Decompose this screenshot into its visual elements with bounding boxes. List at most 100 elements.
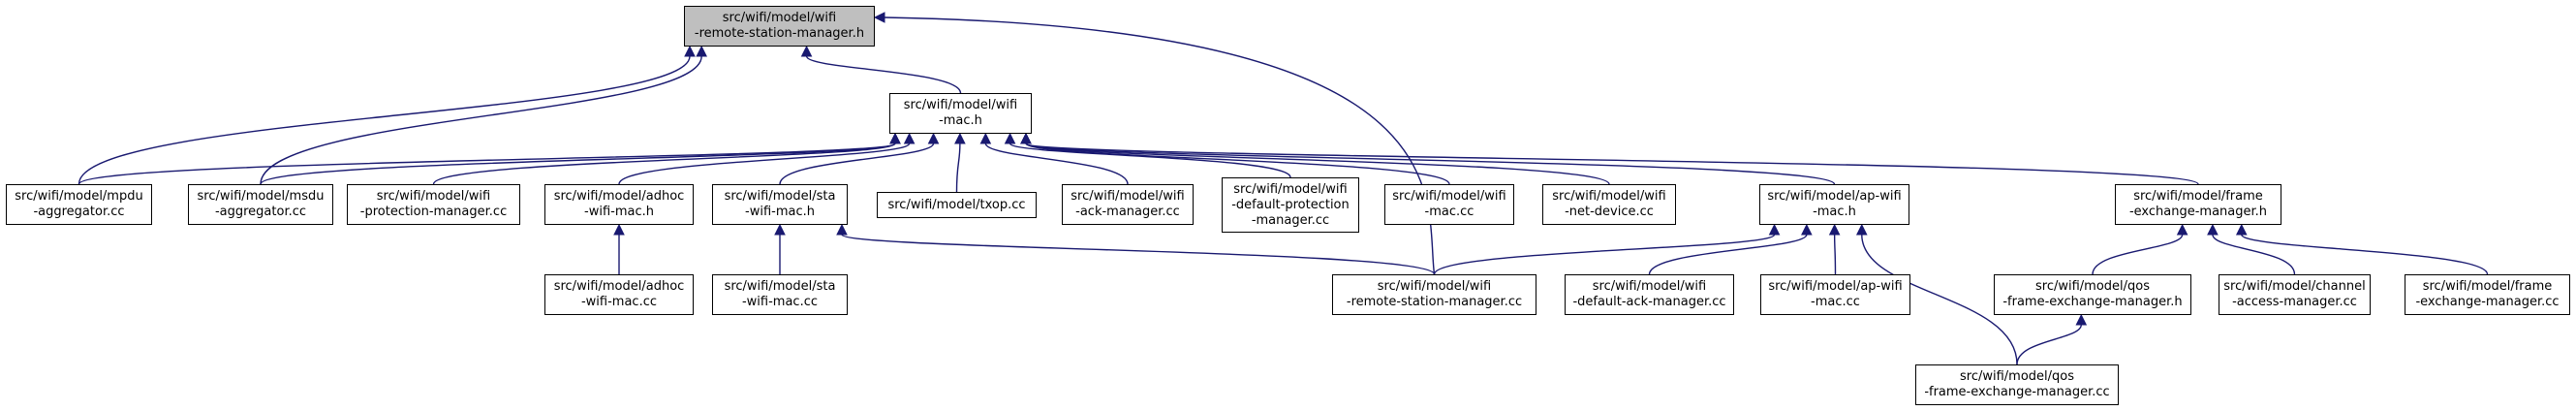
edge-qos_h-to-fem_h bbox=[2092, 223, 2188, 275]
node-wifi-default-protection-manager-cc[interactable]: src/wifi/model/wifi -default-protection … bbox=[1222, 177, 1359, 233]
arrowhead bbox=[1768, 223, 1781, 236]
node-wifi-mac-h[interactable]: src/wifi/model/wifi -mac.h bbox=[889, 93, 1032, 134]
node-label-line: -wifi-mac.cc bbox=[741, 295, 819, 309]
node-wifi-default-ack-manager-cc[interactable]: src/wifi/model/wifi -default-ack-manager… bbox=[1565, 274, 1734, 315]
node-label-line: src/wifi/model/sta bbox=[724, 279, 836, 294]
edge-txop-to-wifi_mac_h bbox=[954, 132, 966, 193]
node-label-line: src/wifi/model/qos bbox=[2034, 279, 2150, 294]
node-label-line: src/wifi/model/sta bbox=[724, 189, 836, 204]
node-wifi-ack-manager-cc[interactable]: src/wifi/model/wifi -ack-manager.cc bbox=[1062, 184, 1194, 225]
node-label-line: src/wifi/model/ap-wifi bbox=[1768, 279, 1903, 294]
node-label-line: src/wifi/model/mpdu bbox=[15, 189, 143, 204]
node-label-line: -default-protection bbox=[1231, 197, 1350, 212]
edge-rsm_cc-to-ap_h bbox=[1433, 223, 1781, 275]
node-label-line: -mac.cc bbox=[1424, 205, 1474, 219]
node-txop-cc[interactable]: src/wifi/model/txop.cc bbox=[877, 192, 1037, 218]
node-label-line: -exchange-manager.h bbox=[2128, 205, 2268, 219]
node-label-line: -frame-exchange-manager.h bbox=[2002, 295, 2183, 309]
node-wifi-mac-cc[interactable]: src/wifi/model/wifi -mac.cc bbox=[1384, 184, 1514, 225]
node-frame-exchange-manager-h[interactable]: src/wifi/model/frame -exchange-manager.h bbox=[2115, 184, 2281, 225]
node-qos-frame-exchange-manager-h[interactable]: src/wifi/model/qos -frame-exchange-manag… bbox=[1994, 274, 2191, 315]
edge-chan_acc-to-fem_h bbox=[2207, 223, 2296, 275]
arrowhead bbox=[1801, 223, 1813, 236]
node-label-line: src/wifi/model/frame bbox=[2133, 189, 2263, 204]
edge-qos_cc-to-qos_h bbox=[2016, 313, 2088, 365]
node-label-line: -exchange-manager.cc bbox=[2415, 295, 2560, 309]
node-qos-frame-exchange-manager-cc[interactable]: src/wifi/model/qos -frame-exchange-manag… bbox=[1915, 364, 2119, 405]
node-label-line: -aggregator.cc bbox=[214, 205, 307, 219]
node-label-line: src/wifi/model/wifi bbox=[1377, 279, 1492, 294]
node-wifi-net-device-cc[interactable]: src/wifi/model/wifi -net-device.cc bbox=[1542, 184, 1676, 225]
node-channel-access-manager-cc[interactable]: src/wifi/model/channel -access-manager.c… bbox=[2219, 274, 2371, 315]
node-label-line: src/wifi/model/ap-wifi bbox=[1767, 189, 1902, 204]
node-frame-exchange-manager-cc[interactable]: src/wifi/model/frame -exchange-manager.c… bbox=[2405, 274, 2570, 315]
edge-msdu_agg-to-wifi_mac_h bbox=[260, 132, 901, 185]
edge-ap_cc-to-ap_h bbox=[1828, 223, 1841, 275]
arrowhead bbox=[2176, 223, 2188, 236]
node-label-line: -mac.h bbox=[939, 113, 982, 128]
node-label-line: -default-ack-manager.cc bbox=[1572, 295, 1726, 309]
arrowhead bbox=[979, 132, 992, 144]
edge-qos_cc-to-ap_h bbox=[1855, 223, 2018, 365]
node-label-line: src/wifi/model/wifi bbox=[903, 98, 1018, 112]
arrowhead bbox=[2207, 223, 2219, 236]
node-ap-wifi-mac-h[interactable]: src/wifi/model/ap-wifi -mac.h bbox=[1759, 184, 1909, 225]
node-adhoc-wifi-mac-cc[interactable]: src/wifi/model/adhoc -wifi-mac.cc bbox=[544, 274, 694, 315]
arrowhead bbox=[696, 45, 707, 57]
arrowhead bbox=[903, 132, 916, 144]
edge-rsm_cc-to-sta_h bbox=[836, 223, 1436, 275]
edge-wifi_mac_h-to-root bbox=[800, 45, 962, 94]
node-label-line: -mac.cc bbox=[1811, 295, 1860, 309]
edge-fem_cc-to-fem_h bbox=[2235, 223, 2489, 275]
edge-prot_mgr-to-wifi_mac_h bbox=[432, 132, 901, 185]
node-label-line: src/wifi/model/wifi bbox=[1392, 189, 1506, 204]
arrowhead bbox=[2235, 223, 2248, 236]
node-label-line: -access-manager.cc bbox=[2232, 295, 2357, 309]
node-ap-wifi-mac-cc[interactable]: src/wifi/model/ap-wifi -mac.cc bbox=[1760, 274, 1910, 315]
node-label-line: src/wifi/model/adhoc bbox=[553, 189, 685, 204]
node-sta-wifi-mac-h[interactable]: src/wifi/model/sta -wifi-mac.h bbox=[712, 184, 848, 225]
arrowhead bbox=[1020, 132, 1032, 144]
node-label-line: -remote-station-manager.h bbox=[694, 26, 865, 41]
node-label-line: -frame-exchange-manager.cc bbox=[1924, 385, 2110, 399]
arrowhead bbox=[873, 12, 885, 23]
edge-adhoc_cc-to-adhoc_h bbox=[613, 223, 625, 275]
edge-adhoc_h-to-wifi_mac_h bbox=[618, 132, 916, 185]
node-sta-wifi-mac-cc[interactable]: src/wifi/model/sta -wifi-mac.cc bbox=[712, 274, 848, 315]
arrowhead bbox=[774, 223, 786, 236]
node-label-line: src/wifi/model/txop.cc bbox=[887, 197, 1026, 212]
arrowhead bbox=[836, 223, 848, 236]
node-label-line: -mac.h bbox=[1813, 205, 1856, 219]
node-wifi-protection-manager-cc[interactable]: src/wifi/model/wifi -protection-manager.… bbox=[347, 184, 520, 225]
arrowhead bbox=[954, 132, 966, 144]
node-label-line: -net-device.cc bbox=[1565, 205, 1654, 219]
edge-ack_mgr-to-wifi_mac_h bbox=[979, 132, 1129, 185]
node-label-line: -wifi-mac.cc bbox=[580, 295, 658, 309]
edge-sta_h-to-wifi_mac_h bbox=[779, 132, 940, 185]
node-wifi-remote-station-manager-cc[interactable]: src/wifi/model/wifi -remote-station-mana… bbox=[1332, 274, 1536, 315]
node-label-line: -aggregator.cc bbox=[33, 205, 125, 219]
node-label-line: -wifi-mac.h bbox=[584, 205, 654, 219]
node-label-line: src/wifi/model/msdu bbox=[197, 189, 325, 204]
arrowhead bbox=[800, 45, 813, 57]
node-mpdu-aggregator-cc[interactable]: src/wifi/model/mpdu -aggregator.cc bbox=[6, 184, 152, 225]
arrowhead bbox=[1004, 132, 1016, 144]
arrowhead bbox=[613, 223, 625, 236]
node-wifi-remote-station-manager-h[interactable]: src/wifi/model/wifi -remote-station-mana… bbox=[684, 6, 875, 47]
node-adhoc-wifi-mac-h[interactable]: src/wifi/model/adhoc -wifi-mac.h bbox=[544, 184, 694, 225]
edge-rsm_cc-to-root bbox=[873, 12, 1436, 275]
arrowhead bbox=[1855, 223, 1868, 236]
edge-mpdu_agg-to-root bbox=[78, 45, 696, 185]
node-label-line: src/wifi/model/wifi bbox=[722, 11, 837, 25]
node-label-line: src/wifi/model/qos bbox=[1959, 369, 2074, 384]
arrowhead bbox=[889, 132, 901, 144]
node-label-line: -manager.cc bbox=[1251, 212, 1330, 228]
edge-ap_h-to-wifi_mac_h bbox=[1020, 132, 1836, 185]
node-label-line: src/wifi/model/wifi bbox=[376, 189, 491, 204]
edge-sta_cc-to-sta_h bbox=[774, 223, 786, 274]
node-label-line: -remote-station-manager.cc bbox=[1346, 295, 1523, 309]
node-label-line: -protection-manager.cc bbox=[359, 205, 508, 219]
node-msdu-aggregator-cc[interactable]: src/wifi/model/msdu -aggregator.cc bbox=[188, 184, 333, 225]
